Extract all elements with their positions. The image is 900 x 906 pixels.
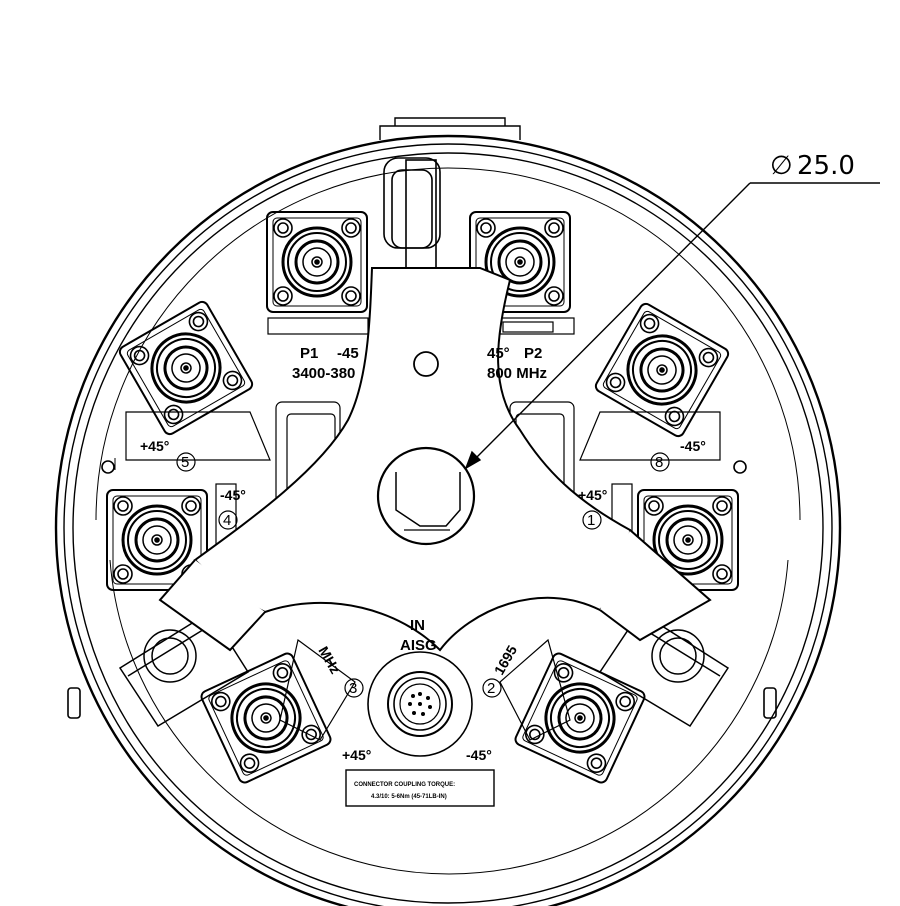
- port-2-polarity: -45°: [466, 747, 492, 763]
- connector-3: [198, 650, 334, 786]
- connector-2: [512, 650, 648, 786]
- port-p2-label: P2: [524, 345, 542, 362]
- aisg-label-aisg: AISG: [400, 637, 437, 654]
- dimension-symbol: ∅: [770, 151, 793, 181]
- clamp-arms: [118, 610, 730, 728]
- connector-5: [116, 298, 256, 438]
- side-text-right: 1695: [491, 642, 521, 677]
- port-number-3: 3: [349, 680, 357, 697]
- port-4-polarity: -45°: [220, 487, 246, 503]
- port-3-polarity: +45°: [342, 747, 371, 763]
- port-number-8: 8: [655, 454, 663, 471]
- port-number-1: 1: [587, 512, 595, 529]
- connector-8: [592, 300, 732, 440]
- port-5-polarity: +45°: [140, 438, 169, 454]
- torque-line-2: 4.3/10: 5-6Nm (45-71LB-IN): [371, 794, 447, 800]
- housing: [54, 117, 842, 906]
- port-p1-frequency: 3400-380: [292, 365, 355, 382]
- dimension-value: 25.0: [797, 151, 855, 181]
- port-number-5: 5: [181, 454, 189, 471]
- connector-p1: [265, 210, 369, 314]
- port-number-4: 4: [223, 512, 231, 529]
- side-text-left: MHz: [315, 644, 343, 677]
- port-p2-frequency: 800 MHz: [487, 365, 547, 382]
- port-8-polarity: -45°: [680, 438, 706, 454]
- port-p1-polarity: -45: [337, 345, 359, 362]
- port-number-2: 2: [487, 680, 495, 697]
- aisg-port: [345, 651, 495, 807]
- tri-arm-mount: [158, 267, 712, 652]
- top-bracket: [383, 157, 441, 271]
- dimension-leader: [464, 182, 880, 470]
- torque-line-1: CONNECTOR COUPLING TORQUE:: [354, 782, 455, 788]
- port-1-polarity: +45°: [578, 487, 607, 503]
- port-p1-label: P1: [300, 345, 318, 362]
- aisg-label-in: IN: [410, 617, 425, 634]
- port-p2-polarity: 45°: [487, 345, 510, 362]
